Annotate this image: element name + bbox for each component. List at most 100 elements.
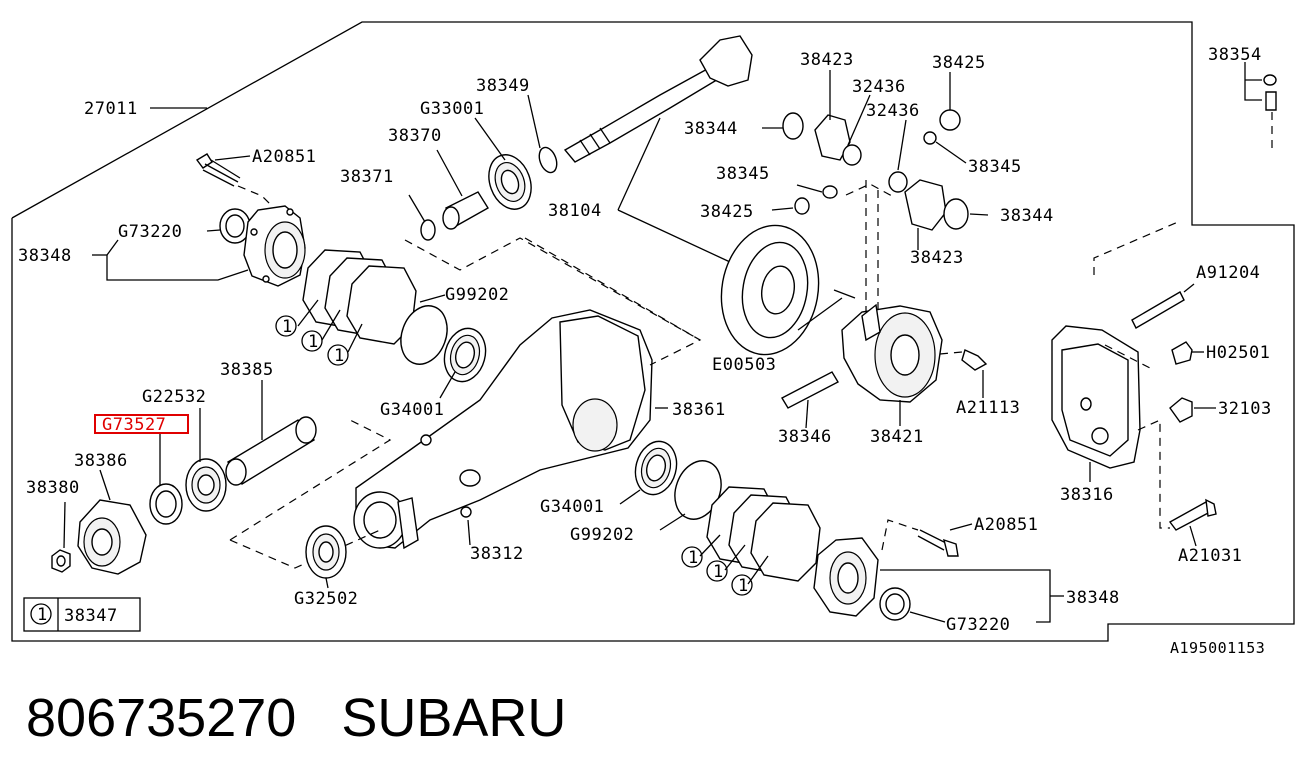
part-label-highlighted[interactable]: G73527	[102, 415, 166, 435]
svg-text:1: 1	[688, 548, 699, 568]
circle-marker: 1	[275, 315, 297, 337]
part-label[interactable]: 38421	[870, 427, 924, 447]
part-label[interactable]: 38423	[800, 50, 854, 70]
part-label[interactable]: G33001	[420, 99, 484, 119]
circle-marker: 1	[731, 574, 753, 596]
bearing-g33001	[488, 154, 532, 210]
drive-pinion-38104	[563, 35, 753, 163]
part-label[interactable]: 32436	[852, 77, 906, 97]
legend-box: 1 38347	[23, 597, 141, 632]
part-label[interactable]: 32103	[1218, 399, 1272, 419]
ring-gear	[720, 224, 820, 356]
part-label[interactable]: 38425	[932, 53, 986, 73]
part-label[interactable]: G99202	[570, 525, 634, 545]
part-label[interactable]: 38385	[220, 360, 274, 380]
circle-marker: 1	[327, 344, 349, 366]
brand-name: SUBARU	[341, 688, 567, 748]
part-label[interactable]: 38371	[340, 167, 394, 187]
part-label[interactable]: E00503	[712, 355, 776, 375]
diagram-ref-code: A195001153	[1170, 639, 1265, 657]
part-label[interactable]: A20851	[252, 147, 316, 167]
oil-seal-g73220-bottom	[879, 587, 911, 621]
part-label[interactable]: A21113	[956, 398, 1020, 418]
part-label[interactable]: 38349	[476, 76, 530, 96]
nut-38380	[51, 549, 71, 573]
part-label[interactable]: 38345	[968, 157, 1022, 177]
part-label[interactable]: 38370	[388, 126, 442, 146]
spacer-38385	[225, 416, 317, 486]
bearing-g34001-bottom	[634, 440, 678, 496]
part-label[interactable]: G34001	[380, 400, 444, 420]
bolt-a20851-bottom	[917, 529, 959, 557]
part-label[interactable]: 38316	[1060, 485, 1114, 505]
part-label[interactable]: 38344	[684, 119, 738, 139]
part-label[interactable]: A21031	[1178, 546, 1242, 566]
part-label[interactable]: 38346	[778, 427, 832, 447]
legend-symbol: 1	[37, 605, 48, 625]
part-label[interactable]: G32502	[294, 589, 358, 609]
svg-text:1: 1	[334, 346, 345, 366]
part-label[interactable]: G22532	[142, 387, 206, 407]
side-retainer-38348-bottom	[813, 537, 879, 617]
differential-carrier-38312	[353, 309, 653, 550]
stud-a91204	[1131, 291, 1185, 329]
svg-text:1: 1	[308, 332, 319, 352]
spacer-38370	[442, 191, 489, 230]
rear-cover-38316	[1051, 325, 1141, 469]
part-label[interactable]: 38348	[1066, 588, 1120, 608]
part-number: 806735270	[26, 688, 297, 748]
part-label[interactable]: 27011	[84, 99, 138, 119]
caption: 806735270 SUBARU	[26, 686, 566, 750]
part-label[interactable]: 38380	[26, 478, 80, 498]
differential-case-38421	[841, 303, 943, 403]
pinion-shaft-38346	[781, 371, 839, 409]
plug-32103	[1169, 397, 1193, 423]
part-label[interactable]: 38104	[548, 201, 602, 221]
o-ring-g99202-top	[400, 305, 448, 365]
part-label[interactable]: G73220	[118, 222, 182, 242]
bearing-g32502	[305, 525, 347, 579]
circle-marker: 1	[706, 560, 728, 582]
svg-text:1: 1	[738, 576, 749, 596]
collapsible-spacer-38349	[538, 146, 558, 174]
washer-38371	[420, 219, 436, 241]
breather-38354	[1263, 74, 1277, 111]
circle-marker: 1	[301, 330, 323, 352]
part-label[interactable]: A20851	[974, 515, 1038, 535]
highlight-box	[94, 414, 189, 434]
part-label[interactable]: A91204	[1196, 263, 1260, 283]
side-retainer-38348-top	[243, 205, 306, 287]
companion-flange-38386	[77, 499, 147, 575]
part-label[interactable]: 38423	[910, 248, 964, 268]
svg-text:1: 1	[713, 562, 724, 582]
exploded-parts-diagram: 1 38347 1 1 1 1 1 1 27011 A20851 G73220 …	[11, 21, 1295, 657]
bolt-a21113	[961, 349, 988, 371]
legend-part: 38347	[64, 606, 118, 626]
svg-text:1: 1	[282, 317, 293, 337]
shim-set-top	[302, 249, 417, 345]
part-label[interactable]: 38361	[672, 400, 726, 420]
part-label[interactable]: 38354	[1208, 45, 1262, 65]
part-label[interactable]: 38344	[1000, 206, 1054, 226]
part-label[interactable]: G73220	[946, 615, 1010, 635]
part-label[interactable]: 38312	[470, 544, 524, 564]
part-label[interactable]: H02501	[1206, 343, 1270, 363]
part-label[interactable]: 38425	[700, 202, 754, 222]
oil-seal-g73527	[149, 483, 183, 525]
bearing-g22532	[185, 458, 227, 512]
oil-seal-g73220-top	[219, 208, 251, 244]
part-label[interactable]: G34001	[540, 497, 604, 517]
shim-set-bottom	[706, 486, 821, 582]
diff-gears-top	[782, 109, 969, 231]
part-label[interactable]: 32436	[866, 101, 920, 121]
part-label[interactable]: G99202	[445, 285, 509, 305]
bearing-g34001-top	[443, 327, 487, 383]
part-label[interactable]: 38386	[74, 451, 128, 471]
part-label[interactable]: 38345	[716, 164, 770, 184]
bolt-a20851-top	[195, 153, 241, 187]
bolt-a21031	[1168, 498, 1217, 531]
plug-h02501	[1171, 341, 1193, 365]
part-label[interactable]: 38348	[18, 246, 72, 266]
circle-marker: 1	[681, 546, 703, 568]
diagram-frame	[11, 21, 1295, 642]
